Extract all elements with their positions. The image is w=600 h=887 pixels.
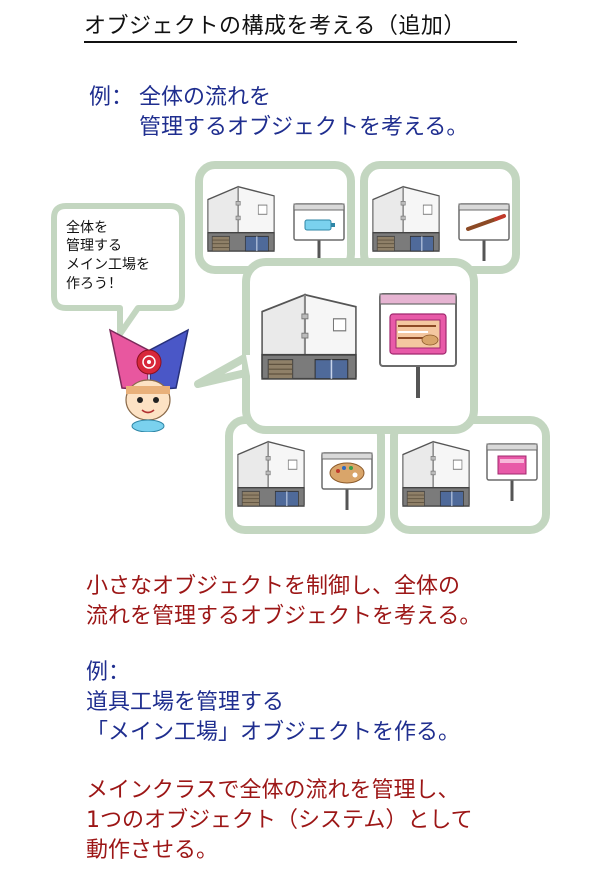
mascot-character-icon — [108, 328, 190, 432]
speech-line-1: 全体を — [66, 220, 108, 236]
tool-factory-frame-battery — [195, 161, 355, 274]
factory-building-icon — [401, 440, 471, 507]
example2-line1: 道具工場を管理する — [86, 690, 285, 715]
character-speech-bubble — [51, 203, 185, 337]
factory-building-icon — [206, 185, 276, 253]
example2-line2: 「メイン工場」オブジェクトを作る。 — [86, 720, 461, 745]
paragraph1-line1: 小さなオブジェクトを制御し、全体の — [86, 574, 461, 599]
example2-label: 例： — [86, 660, 131, 685]
paragraph1-line2: 流れを管理するオブジェクトを考える。 — [86, 604, 482, 629]
example1-label: 例： — [89, 85, 134, 110]
palette-sign-icon — [320, 451, 374, 512]
speech-line-4: 作ろう！ — [66, 276, 122, 292]
brush-sign-icon — [457, 202, 511, 263]
example1-line1: 全体の流れを — [139, 85, 272, 110]
example1-line2: 管理するオブジェクトを考える。 — [139, 115, 469, 140]
speech-line-2: 管理する — [66, 238, 122, 254]
paragraph2-line2: 1つのオブジェクト（システム）として — [86, 808, 473, 833]
battery-sign-icon — [292, 202, 346, 263]
paragraph2-line3: 動作させる。 — [86, 838, 219, 863]
factory-building-icon — [371, 185, 441, 253]
paragraph2-line1: メインクラスで全体の流れを管理し、 — [86, 778, 460, 803]
page-title: オブジェクトの構成を考える（追加） — [84, 14, 466, 39]
speech-line-3: メイン工場を — [66, 257, 150, 273]
factory-building-icon — [236, 440, 306, 507]
tool-factory-frame-brush — [360, 161, 520, 274]
title-underline — [84, 41, 517, 43]
main-factory-building-icon — [260, 293, 358, 381]
toolbox-sign-icon — [379, 293, 457, 398]
main-factory-bubble — [194, 258, 478, 434]
tool-factory-frame-palette — [225, 416, 385, 534]
tool-factory-frame-box — [390, 416, 550, 534]
pink-box-sign-icon — [485, 442, 539, 503]
factory-diagram — [194, 161, 550, 534]
